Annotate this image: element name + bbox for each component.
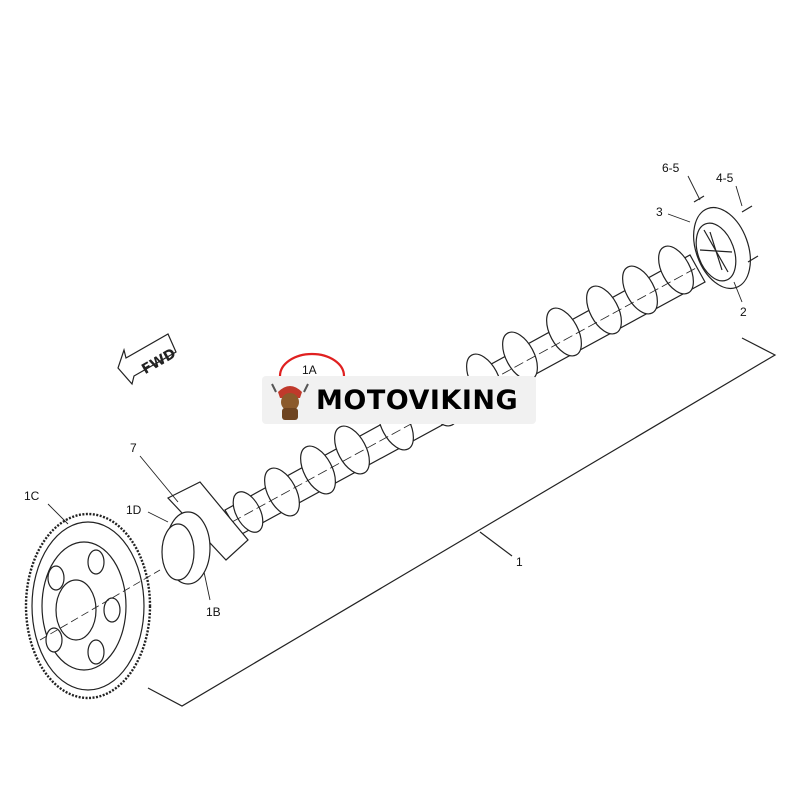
callout-2: 2 (740, 305, 747, 319)
callout-7: 7 (130, 441, 137, 455)
callout-1a: 1A (302, 363, 317, 377)
brand-watermark: MOTOVIKING (262, 376, 536, 424)
callout-4-5: 4-5 (716, 171, 734, 185)
callout-3: 3 (656, 205, 663, 219)
callout-1d: 1D (126, 503, 142, 517)
thrust-plate (161, 481, 249, 585)
brand-name: MOTOVIKING (316, 384, 519, 416)
rear-cover-plate (693, 206, 751, 290)
callout-1c: 1C (24, 489, 40, 503)
camshaft-gear (24, 512, 161, 700)
callout-6-5: 6-5 (662, 161, 680, 175)
leader-lines (47, 175, 743, 601)
forward-direction-arrow (117, 333, 177, 386)
callout-1: 1 (516, 555, 523, 569)
assembly-bracket-1 (147, 337, 777, 707)
callout-1b: 1B (206, 605, 221, 619)
highlight-circle (278, 352, 346, 377)
viking-mascot-icon (271, 383, 309, 420)
